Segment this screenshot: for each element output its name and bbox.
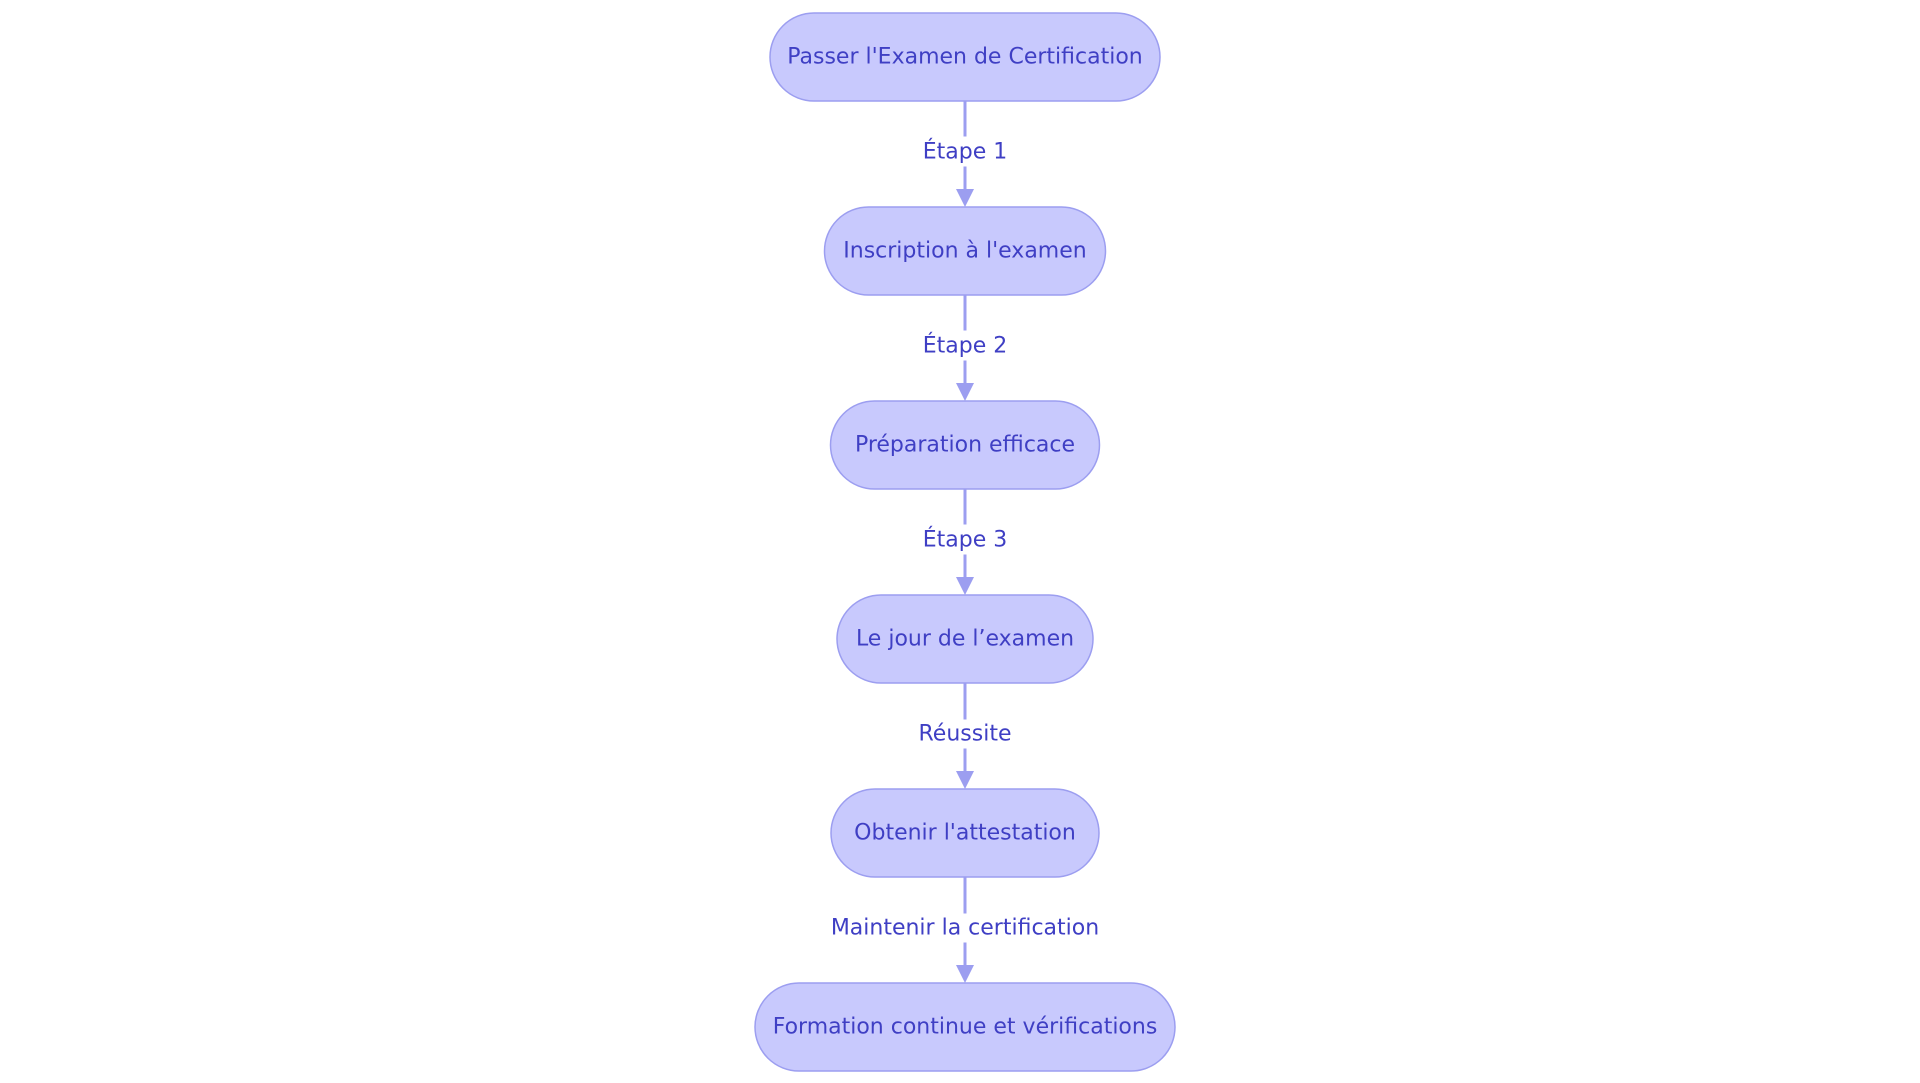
flow-edge-2: Étape 2	[918, 295, 1012, 401]
flow-node-label: Passer l'Examen de Certification	[787, 45, 1142, 70]
flow-node-2: Inscription à l'examen	[823, 206, 1107, 296]
flow-node-1: Passer l'Examen de Certification	[769, 12, 1161, 102]
flow-node-label: Inscription à l'examen	[843, 239, 1086, 264]
flow-node-shape	[829, 400, 1101, 490]
flow-edge-1: Étape 1	[918, 101, 1012, 207]
flow-node-4: Le jour de l’examen	[836, 594, 1094, 684]
edge-label-background	[918, 330, 1012, 361]
flow-edge-5: Maintenir la certification	[826, 877, 1104, 983]
edge-label-background	[918, 136, 1012, 167]
arrowhead-icon	[956, 383, 974, 401]
arrowhead-icon	[956, 577, 974, 595]
flow-node-shape	[769, 12, 1161, 102]
arrowhead-icon	[956, 771, 974, 789]
flow-node-6: Formation continue et vérifications	[754, 982, 1176, 1072]
flow-edge-label: Maintenir la certification	[831, 916, 1099, 941]
arrowhead-icon	[956, 189, 974, 207]
edge-label-background	[914, 719, 1016, 749]
flow-node-label: Préparation efficace	[855, 433, 1075, 458]
flow-node-label: Obtenir l'attestation	[854, 821, 1076, 846]
flow-node-shape	[754, 982, 1176, 1072]
flow-node-shape	[830, 788, 1100, 878]
flow-edge-label: Étape 3	[923, 527, 1008, 553]
arrowhead-icon	[956, 965, 974, 983]
flow-edge-4: Réussite	[914, 683, 1016, 789]
flow-edge-label: Réussite	[919, 722, 1012, 747]
nodes-layer: Passer l'Examen de CertificationInscript…	[754, 12, 1176, 1072]
flow-node-label: Formation continue et vérifications	[773, 1015, 1158, 1040]
flow-edge-label: Étape 2	[923, 333, 1008, 359]
flow-node-label: Le jour de l’examen	[856, 627, 1074, 652]
edge-label-background	[826, 913, 1104, 943]
flow-node-5: Obtenir l'attestation	[830, 788, 1100, 878]
edge-label-background	[918, 524, 1012, 555]
flow-node-3: Préparation efficace	[829, 400, 1101, 490]
flow-node-shape	[823, 206, 1107, 296]
flow-edge-label: Étape 1	[923, 139, 1008, 165]
flow-edge-3: Étape 3	[918, 489, 1012, 595]
flow-node-shape	[836, 594, 1094, 684]
